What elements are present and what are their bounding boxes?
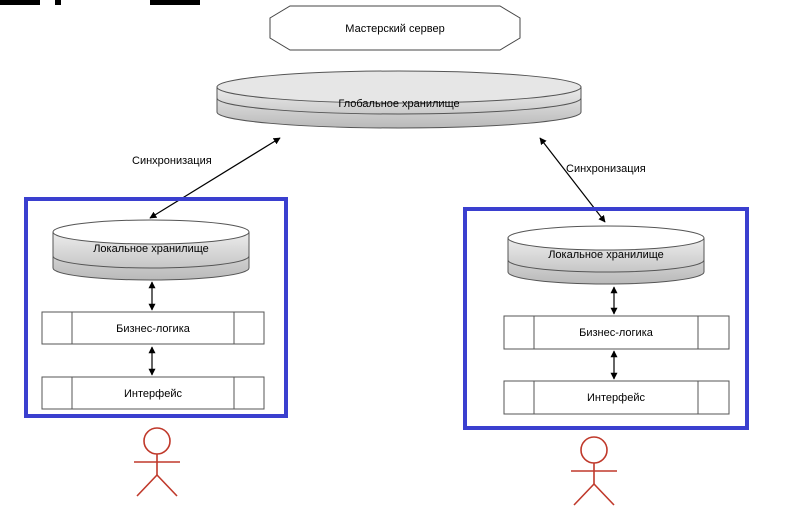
right-business-logic-label: Бизнес-логика <box>579 327 654 339</box>
left-user-icon <box>134 427 180 497</box>
corner-decoration <box>0 0 200 5</box>
sync-label-left: Синхронизация <box>132 155 212 167</box>
right-interface-label: Интерфейс <box>587 392 645 404</box>
master-server-node: Мастерский сервер <box>269 5 521 51</box>
right-client-frame <box>463 207 749 430</box>
sync-label-right: Синхронизация <box>566 163 646 175</box>
left-client-frame <box>24 197 288 418</box>
left-local-storage: Локальное хранилище <box>52 219 250 281</box>
global-storage-label: Глобальное хранилище <box>338 98 459 110</box>
right-user-icon <box>571 436 617 506</box>
left-business-logic-label: Бизнес-логика <box>116 323 191 335</box>
left-business-logic: Бизнес-логика <box>41 311 265 345</box>
left-interface-label: Интерфейс <box>124 388 182 400</box>
right-local-storage: Локальное хранилище <box>507 225 705 285</box>
master-server-label: Мастерский сервер <box>345 23 444 35</box>
right-business-logic: Бизнес-логика <box>503 315 730 350</box>
right-interface: Интерфейс <box>503 380 730 415</box>
sync-arrow-left <box>149 137 281 219</box>
left-interface: Интерфейс <box>41 376 265 410</box>
right-client-group: Локальное хранилище Бизнес-логика Интерф… <box>463 207 749 430</box>
global-storage-node: Глобальное хранилище <box>216 70 582 129</box>
left-client-group: Локальное хранилище Бизнес-логика Интерф… <box>24 197 288 418</box>
left-local-storage-label: Локальное хранилище <box>93 243 209 255</box>
right-local-storage-label: Локальное хранилище <box>548 249 664 261</box>
